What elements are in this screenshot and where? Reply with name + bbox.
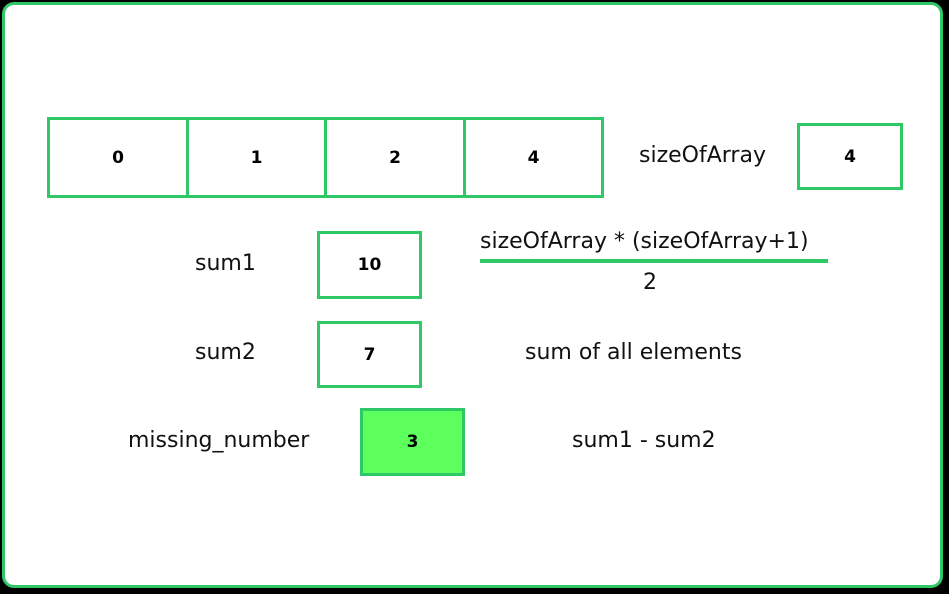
sum2-label: sum2 (195, 340, 256, 365)
missing-number-box: 3 (360, 408, 465, 476)
fraction-bar (480, 259, 828, 263)
size-of-array-label: sizeOfArray (639, 143, 766, 168)
sum1-box: 10 (317, 231, 422, 299)
array-cell-0: 0 (47, 117, 189, 198)
array-cell-3: 4 (463, 117, 604, 198)
sum1-label: sum1 (195, 251, 256, 276)
sum1-formula-numerator: sizeOfArray * (sizeOfArray+1) (480, 229, 809, 254)
sum1-formula-denominator: 2 (643, 270, 657, 295)
missing-number-description: sum1 - sum2 (572, 428, 716, 453)
diagram-frame (2, 2, 943, 588)
sum2-box: 7 (317, 321, 422, 388)
size-of-array-box: 4 (797, 123, 903, 190)
array-cell-2: 2 (324, 117, 466, 198)
missing-number-label: missing_number (128, 428, 310, 453)
array-cell-1: 1 (186, 117, 327, 198)
sum2-description: sum of all elements (525, 340, 742, 365)
